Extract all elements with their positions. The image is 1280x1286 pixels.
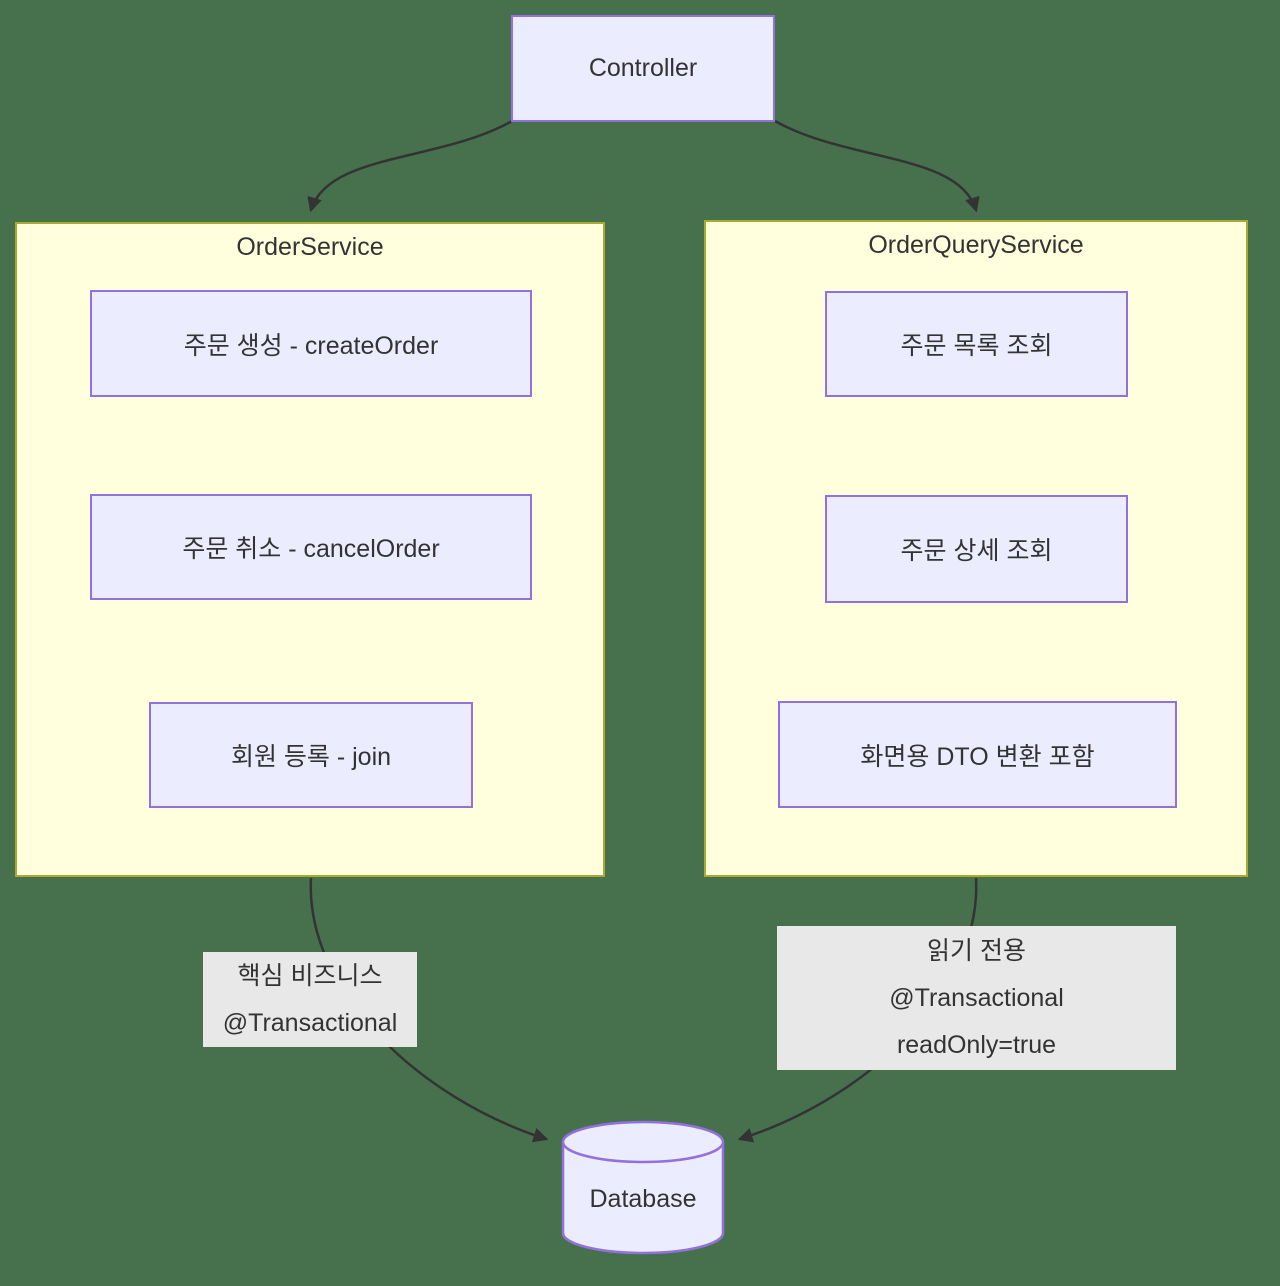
node-label: 주문 목록 조회: [900, 332, 1053, 360]
edge-label-line: 핵심 비즈니스: [237, 961, 383, 990]
node-dto-conversion: 화면용 DTO 변환 포함: [778, 701, 1177, 808]
node-label: 주문 생성 - createOrder: [183, 331, 439, 360]
order-service-title: OrderService: [236, 233, 384, 261]
node-label: 회원 등록 - join: [230, 743, 392, 771]
edge-controller-to-orderqueryservice: [774, 119, 980, 213]
node-create-order: 주문 생성 - createOrder: [90, 290, 532, 397]
subgraph-order-service: OrderService 주문 생성 - createOrder 주문 취소 -…: [15, 222, 605, 877]
order-query-service-title: OrderQueryService: [868, 231, 1084, 259]
node-cancel-order: 주문 취소 - cancelOrder: [90, 494, 532, 600]
edge-label-read-only: 읽기 전용 @Transactional readOnly=true: [777, 926, 1176, 1070]
node-label: 화면용 DTO 변환 포함: [860, 742, 1095, 771]
edge-label-line: readOnly=true: [896, 1030, 1057, 1059]
node-controller: Controller: [511, 15, 775, 122]
edge-label-line: @Transactional: [889, 983, 1064, 1012]
subgraph-order-query-service: OrderQueryService 주문 목록 조회 주문 상세 조회 화면용 …: [704, 220, 1248, 877]
database-label: Database: [589, 1185, 697, 1213]
node-order-detail-query: 주문 상세 조회: [825, 495, 1128, 603]
edge-label-line: @Transactional: [222, 1008, 398, 1037]
controller-label: Controller: [588, 54, 698, 82]
edge-label-core-business: 핵심 비즈니스 @Transactional: [203, 952, 417, 1047]
edge-label-line: 읽기 전용: [927, 936, 1026, 965]
node-order-list-query: 주문 목록 조회: [825, 291, 1128, 397]
database-cylinder: [561, 1120, 725, 1255]
node-label: 주문 취소 - cancelOrder: [182, 535, 440, 563]
node-join: 회원 등록 - join: [149, 702, 473, 808]
node-label: 주문 상세 조회: [900, 537, 1053, 565]
edge-controller-to-orderservice: [307, 119, 513, 213]
